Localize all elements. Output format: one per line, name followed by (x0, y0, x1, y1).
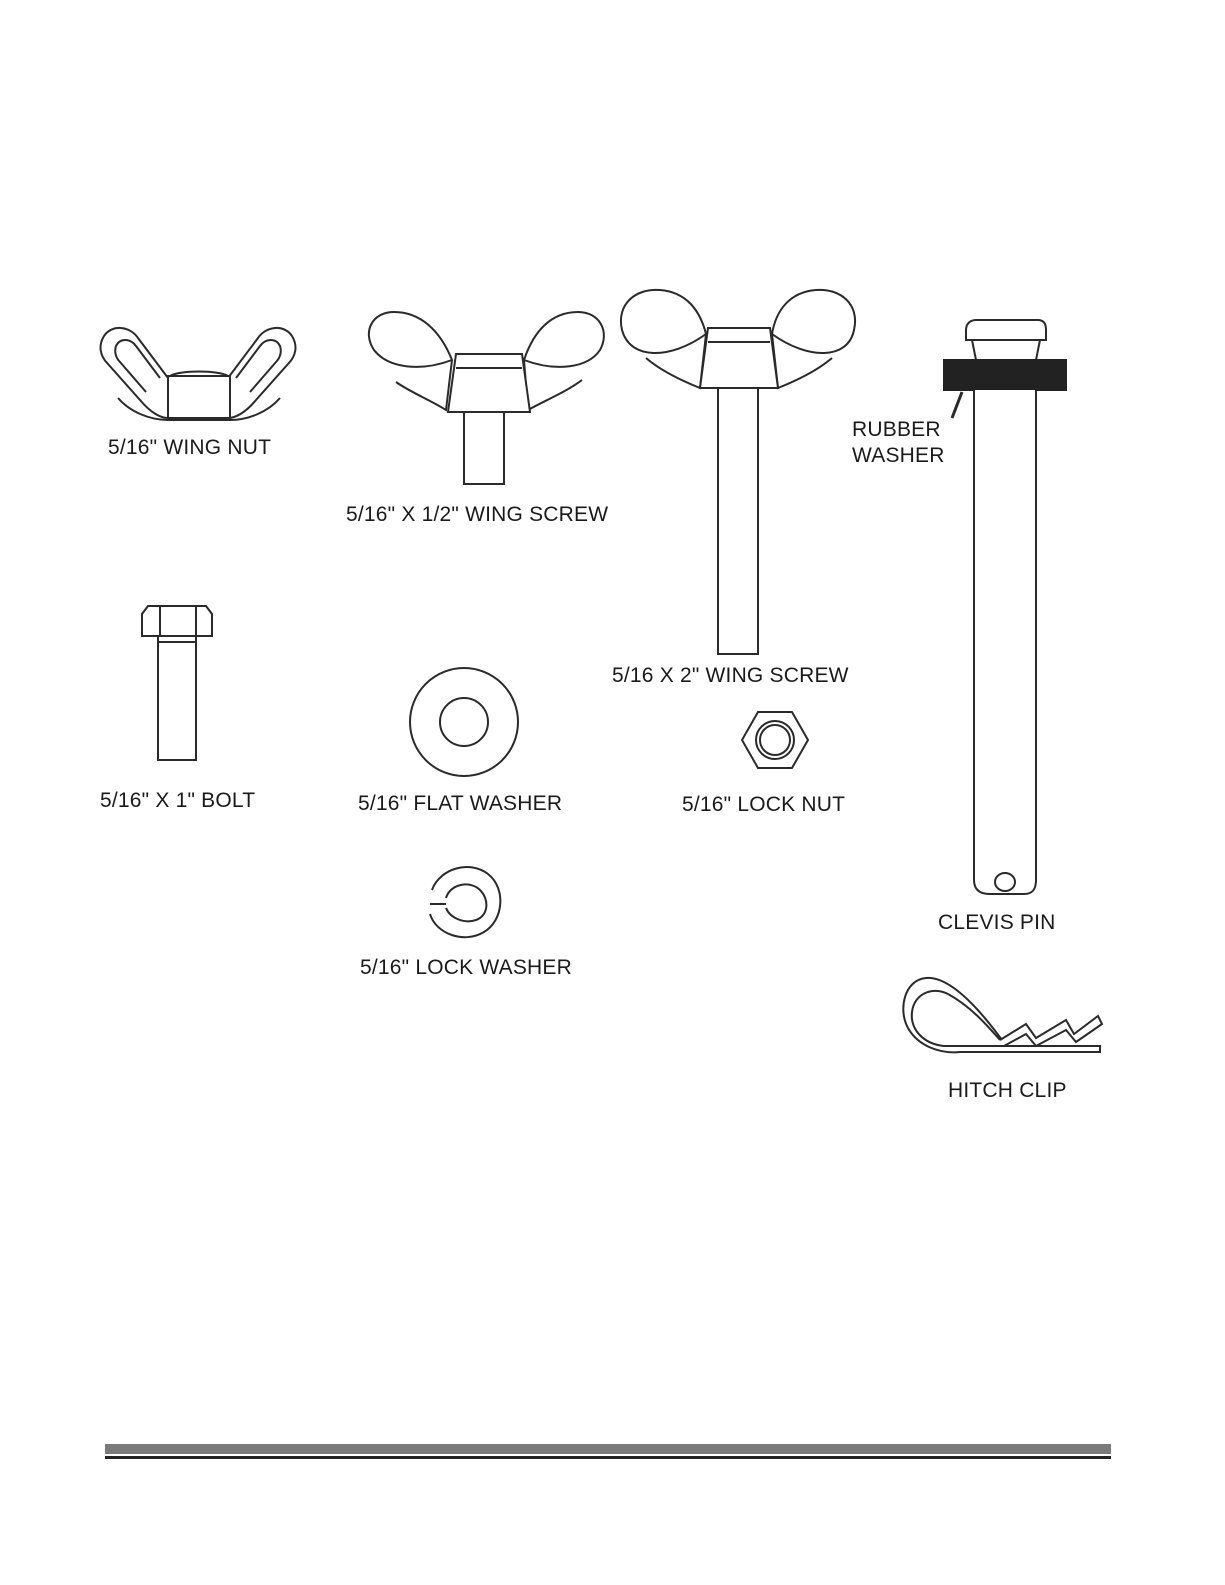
rubber-washer-label-line2: WASHER (852, 444, 945, 468)
wing-screw-long-label: 5/16 X 2" WING SCREW (612, 664, 849, 688)
clevis-pin-drawing (944, 320, 1066, 894)
flat-washer-label: 5/16" FLAT WASHER (358, 792, 562, 816)
bolt-label: 5/16" X 1" BOLT (100, 789, 255, 813)
wing-screw-short-label: 5/16" X 1/2" WING SCREW (346, 503, 608, 527)
bolt-drawing (142, 606, 212, 760)
hitch-clip-drawing (903, 978, 1102, 1052)
lock-washer-label: 5/16" LOCK WASHER (360, 956, 572, 980)
wing-nut-label: 5/16" WING NUT (108, 436, 271, 460)
lock-nut-drawing (742, 712, 808, 768)
lock-nut-label: 5/16" LOCK NUT (682, 793, 845, 817)
wing-screw-short-drawing (369, 312, 604, 484)
hitch-clip-label: HITCH CLIP (948, 1079, 1067, 1103)
wing-nut-drawing (101, 328, 296, 420)
rubber-washer-label-line1: RUBBER (852, 418, 941, 442)
wing-screw-long-drawing (621, 290, 855, 654)
lock-washer-drawing (430, 867, 500, 937)
flat-washer-drawing (410, 668, 518, 776)
clevis-pin-label: CLEVIS PIN (938, 911, 1056, 935)
footer-bar (105, 1444, 1111, 1459)
